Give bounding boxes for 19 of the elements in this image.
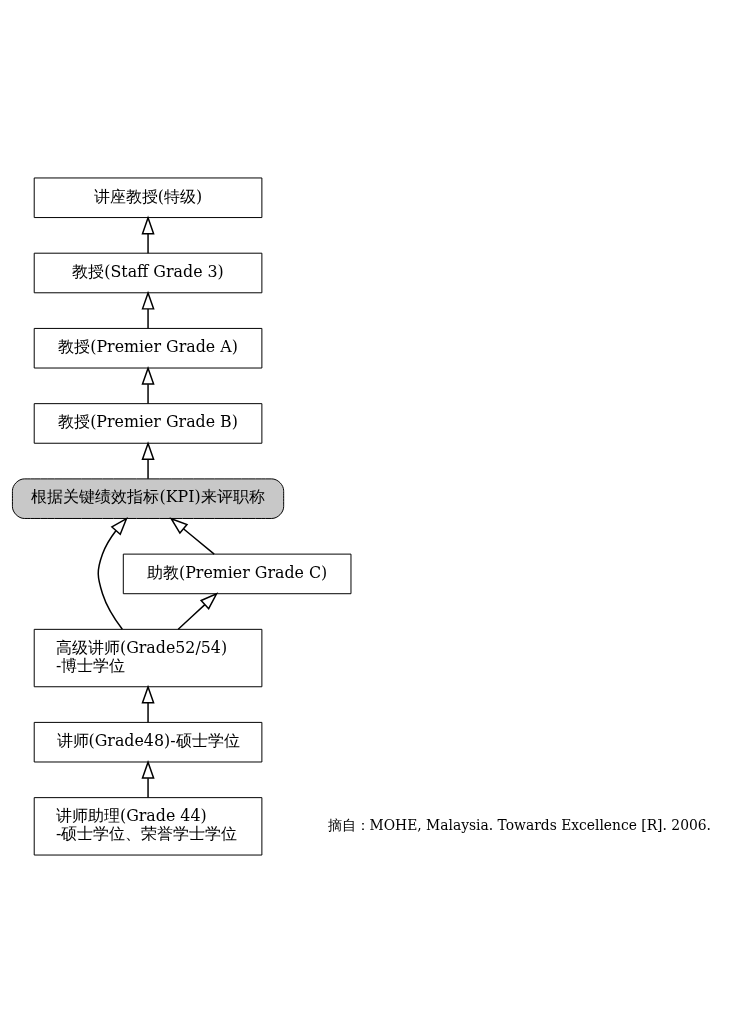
arrow bbox=[141, 365, 155, 404]
arrow bbox=[169, 516, 215, 555]
arrow bbox=[141, 440, 155, 480]
arrow bbox=[141, 684, 155, 723]
node-box: 讲座教授(特级) bbox=[33, 176, 263, 218]
node-box: 教授(Premier Grade A) bbox=[33, 327, 263, 368]
arrow bbox=[97, 516, 128, 630]
node-box: 教授(Premier Grade B) bbox=[33, 402, 263, 444]
node-box: 根据关键绩效指标(KPI)来评职称 bbox=[11, 477, 285, 519]
node-box: 讲师助理(Grade 44) -硕士学位、荣誉学士学位 bbox=[33, 796, 263, 856]
arrow bbox=[141, 215, 155, 254]
arrow bbox=[141, 759, 155, 798]
node-box: 高级讲师(Grade52/54) -博士学位 bbox=[33, 628, 263, 687]
node-box: 助教(Premier Grade C) bbox=[122, 553, 352, 594]
node-box: 讲师(Grade48)-硕士学位 bbox=[33, 721, 263, 762]
label: 摘自：MOHE, Malaysia. Towards Excellence [R]. 2006. bbox=[327, 816, 711, 833]
arrow bbox=[141, 290, 155, 329]
arrow bbox=[177, 591, 219, 630]
node-box: 教授(Staff Grade 3) bbox=[33, 252, 263, 293]
